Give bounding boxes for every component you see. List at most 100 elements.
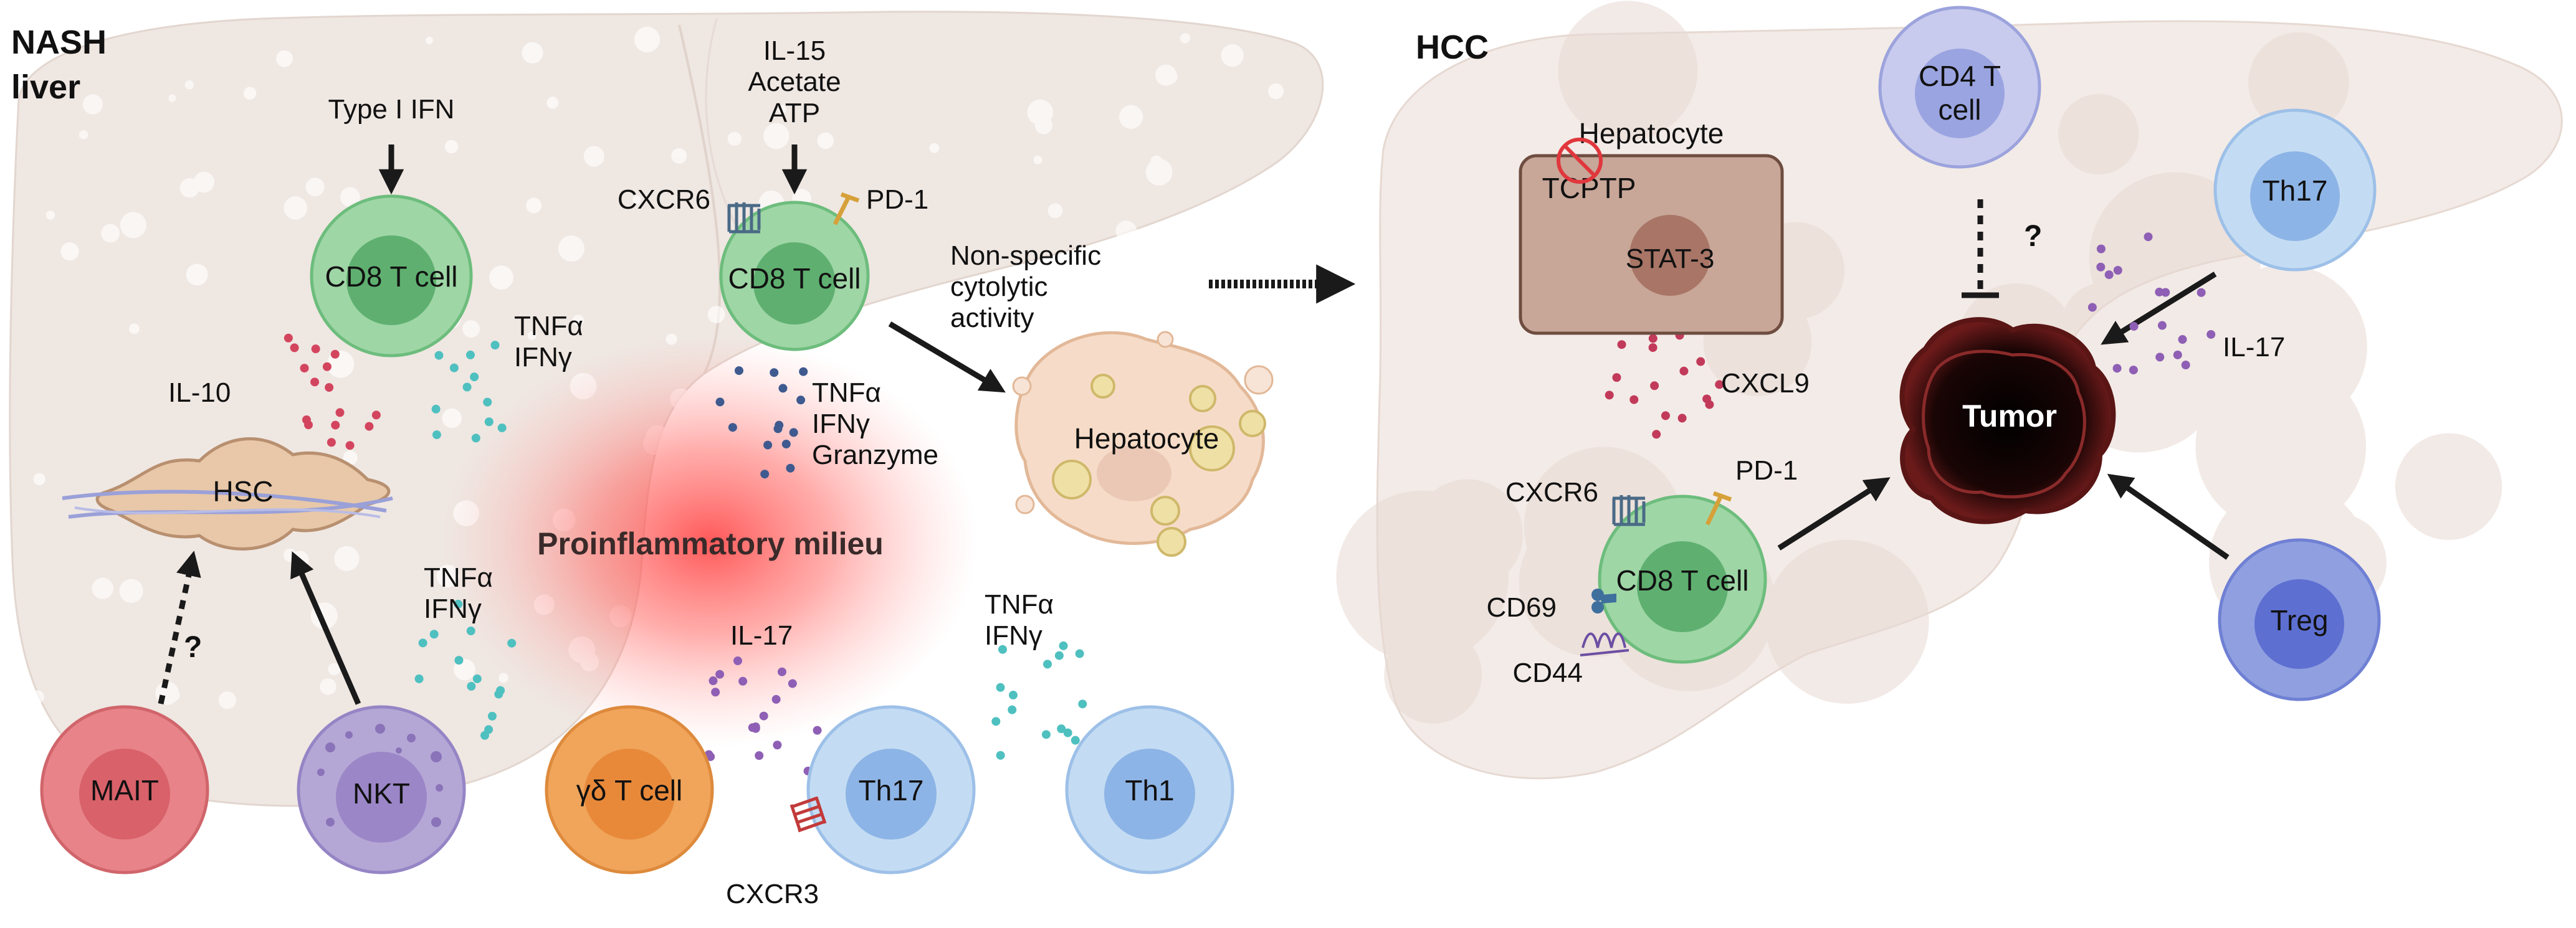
il17-dots-nash: [755, 751, 764, 760]
cxcl9-dots: [1617, 340, 1626, 349]
cxcr6-hcc-label: CXCR6: [1505, 477, 1598, 508]
il17-dots-nash: [813, 726, 822, 735]
cxcl9-dots: [1696, 357, 1705, 366]
mait-question-mark: ?: [184, 631, 202, 664]
tumor-nodule: [1384, 625, 1482, 724]
fat-droplet: [129, 323, 140, 334]
cxcl9-dots: [1648, 343, 1658, 353]
fat-droplet: [184, 80, 194, 90]
tnfa-label-1: TNFα: [514, 311, 583, 341]
tnfa-granzyme-dots: [789, 428, 798, 437]
fat-droplet: [778, 105, 786, 114]
no-symbol-icon: [1557, 138, 1603, 184]
fat-droplet: [283, 548, 297, 562]
fat-droplet: [305, 178, 325, 197]
fat-droplet: [522, 42, 543, 64]
tnfa-ifng-dots-3: [1057, 724, 1066, 734]
gd-t-cell-label: γδ T cell: [576, 774, 682, 807]
fat-droplet: [489, 265, 513, 290]
fat-droplet: [444, 140, 459, 154]
hcc-hepatocyte-box: Hepatocyte TCPTP STAT-3: [1519, 117, 1784, 335]
treg-cell: Treg: [2218, 538, 2381, 701]
tumor-nodule: [1412, 479, 1524, 590]
fat-droplet: [763, 123, 789, 149]
fat-droplet: [573, 315, 584, 326]
tnfa-ifng-dots-2: [466, 627, 475, 636]
ifng-label-1: IFNγ: [514, 342, 572, 372]
cxcl9-dots: [1661, 411, 1670, 420]
tnfa-granzyme-dots: [770, 368, 779, 377]
fat-droplet: [168, 94, 176, 102]
fat-droplet: [284, 196, 307, 220]
il10-dots: [322, 362, 332, 371]
il10-dots: [365, 422, 374, 431]
nonspecific-label-1: Non-specific: [950, 240, 1101, 271]
cd4-t-cell: CD4 T cell: [1878, 6, 2041, 169]
fat-droplet: [120, 212, 146, 239]
tnfa-ifng-dots-1: [449, 363, 459, 372]
tnfa-granzyme-dots: [799, 367, 808, 376]
tnfa-ifng-dots-3: [1075, 649, 1084, 658]
hsc-cell: HSC: [62, 437, 393, 551]
il17-dots-nash: [788, 679, 797, 688]
fat-droplet: [119, 579, 143, 603]
fat-droplet: [31, 690, 44, 704]
pd1-hcc-label: PD-1: [1735, 455, 1798, 486]
fat-droplet: [877, 359, 903, 386]
il17-dots-nash: [708, 676, 718, 686]
hcc-hepatocyte-label: Hepatocyte: [1579, 117, 1724, 149]
ifng-label-4: IFNγ: [985, 620, 1042, 651]
th17-left-label: Th17: [859, 774, 924, 807]
fat-droplet: [275, 50, 293, 67]
fat-droplet: [218, 691, 237, 709]
il17-dots-hcc: [2173, 350, 2182, 359]
cxcr3-receptor-icon: [789, 796, 827, 833]
fat-droplet: [970, 285, 993, 308]
fat-droplet: [1047, 203, 1063, 219]
hepatocyte-damaged-label: Hepatocyte: [1074, 422, 1219, 455]
cxcr3-label: CXCR3: [726, 879, 819, 909]
il17-dots-hcc: [2096, 244, 2106, 253]
tnfa-ifng-dots-2: [507, 638, 517, 648]
il17-dots-hcc: [2181, 361, 2190, 370]
fat-droplet: [1115, 220, 1137, 242]
fat-droplet: [320, 678, 336, 695]
fat-droplet: [1221, 44, 1244, 67]
cd8-t-cell-center: CD8 T cell: [719, 192, 870, 351]
cxcl9-dots: [1677, 414, 1687, 423]
fat-droplet: [945, 709, 969, 734]
th17-cell-right: Th17: [2213, 108, 2377, 272]
il17-dots-nash: [733, 656, 742, 666]
acetate-label: Acetate: [748, 67, 841, 97]
tnfa-ifng-dots-3: [1008, 705, 1017, 714]
nash-title-line2: liver: [11, 69, 80, 106]
il10-dots: [311, 344, 320, 354]
tnfa-ifng-dots-2: [484, 725, 494, 734]
fat-droplet: [1180, 33, 1190, 44]
fat-droplet: [923, 390, 932, 399]
il10-dots: [371, 410, 381, 420]
tnfa-granzyme-dots: [728, 423, 737, 432]
fat-droplet: [634, 26, 661, 53]
il17-dots-nash: [711, 688, 720, 697]
tcptp-label: TCPTP: [1542, 172, 1636, 204]
cd69-label: CD69: [1487, 592, 1557, 623]
arrow-cd8-to-hepatocyte: [888, 321, 1006, 393]
il10-dots: [325, 383, 334, 392]
fat-droplet: [1155, 64, 1177, 86]
tnfa-ifng-dots-2: [429, 630, 439, 639]
cd44-label: CD44: [1513, 658, 1583, 688]
nonspecific-label-2: cytolytic: [950, 272, 1047, 302]
tnfa-ifng-dots-3: [1071, 736, 1080, 745]
cxcl9-dots: [1652, 430, 1661, 439]
tnfa-ifng-dots-2: [454, 599, 463, 608]
il17-dots-hcc: [2178, 335, 2187, 344]
il17-dots-hcc: [2157, 321, 2167, 330]
fat-droplet: [79, 130, 88, 140]
tnfa-ifng-dots-3: [996, 750, 1005, 760]
treg-label: Treg: [2271, 604, 2329, 637]
cxcl9-dots: [1679, 366, 1689, 376]
fat-droplet: [1123, 113, 1138, 128]
damaged-hepatocyte: Hepatocyte: [1012, 331, 1274, 557]
fat-droplet: [707, 306, 725, 323]
